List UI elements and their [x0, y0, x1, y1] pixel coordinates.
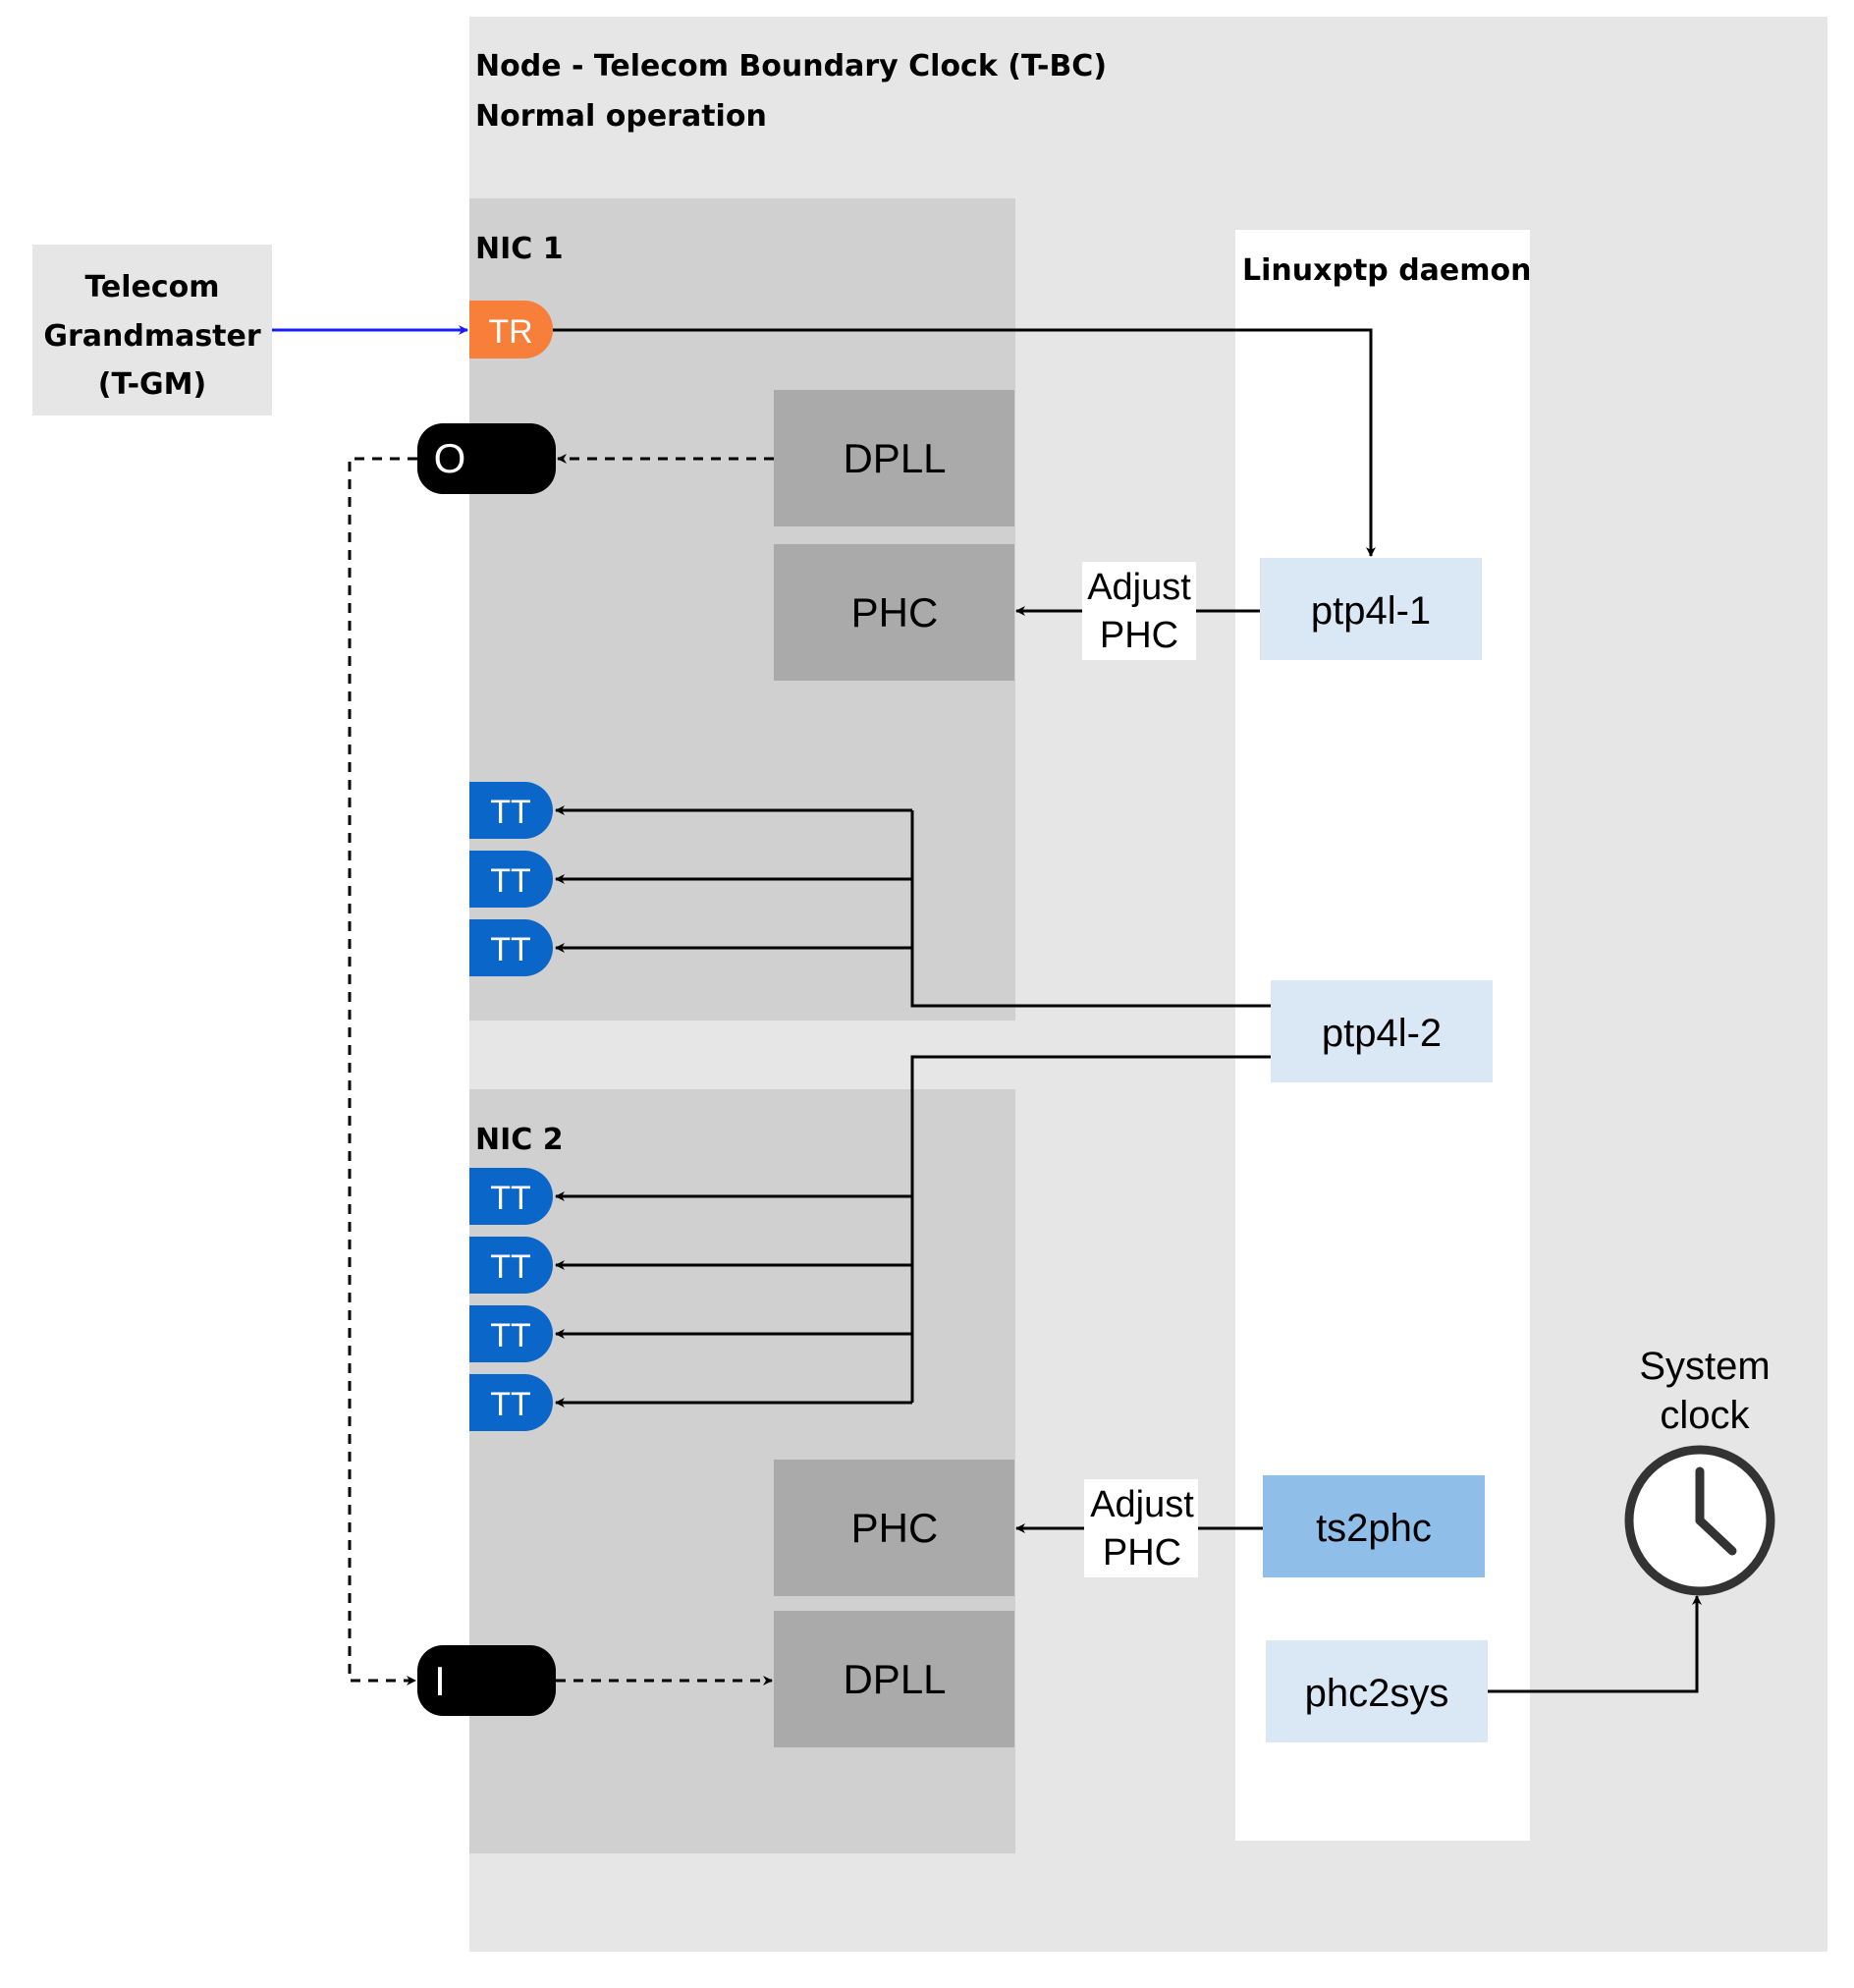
adjust-phc-2-line1: Adjust: [1090, 1484, 1194, 1525]
grandmaster-box: [32, 245, 272, 415]
nic1-dpll-block: [774, 390, 1014, 526]
nic1-tr-port: [469, 301, 553, 359]
ts2phc-label: ts2phc: [1316, 1507, 1432, 1550]
grandmaster-line2: Grandmaster: [43, 319, 261, 354]
grandmaster-line1: Telecom: [84, 270, 219, 304]
system-clock-line1: System: [1639, 1345, 1770, 1388]
ts2phc-box: [1263, 1475, 1485, 1577]
nic2-tt-port-label: TT: [490, 1248, 531, 1286]
nic1-dpll-label: DPLL: [843, 435, 946, 481]
nic1-phc-block: [774, 544, 1014, 681]
phc2sys-box: [1266, 1640, 1488, 1742]
nic2-tt-port: TT: [469, 1237, 553, 1294]
nic2-phc-block: [774, 1460, 1014, 1596]
adjust-phc-2-line2: PHC: [1103, 1532, 1181, 1574]
adjust-phc-1-bg: [1082, 562, 1196, 660]
nic1-tt-port-label: TT: [490, 862, 531, 900]
nic2-dpll-label: DPLL: [843, 1656, 946, 1702]
nic1-tt-port: TT: [469, 919, 553, 976]
phc2sys-label: phc2sys: [1305, 1672, 1449, 1715]
ptp4l-1-box: [1260, 558, 1482, 660]
nic2-label: NIC 2: [475, 1123, 564, 1157]
ptp4l-2-box: [1271, 980, 1493, 1082]
node-title: Node - Telecom Boundary Clock (T-BC): [475, 49, 1107, 83]
nic1-tt-port-label: TT: [490, 931, 531, 968]
nic1-tr-port-label: TR: [488, 313, 532, 351]
adjust-phc-1-line2: PHC: [1100, 615, 1178, 656]
nic2-in-port: [417, 1645, 556, 1716]
nic2-tt-port: TT: [469, 1168, 553, 1225]
ptp4l-2-label: ptp4l-2: [1322, 1012, 1442, 1055]
nic2-tt-port-label: TT: [490, 1317, 531, 1354]
nic2-tt-port-label: TT: [490, 1386, 531, 1423]
nic1-phc-label: PHC: [851, 589, 939, 635]
out-to-in-edge: [348, 457, 417, 1685]
ptp4l-2-to-nic1-trunk: [910, 810, 1271, 1008]
nic2-phc-label: PHC: [851, 1505, 939, 1551]
grandmaster-line3: (T-GM): [98, 367, 206, 402]
nic2-in-port-label: I: [434, 1658, 446, 1704]
nic1-tt-port: TT: [469, 782, 553, 839]
nic1-tt-port: TT: [469, 851, 553, 908]
nic1-out-port: [417, 423, 556, 494]
ptp4l-2-to-nic2-trunk: [910, 1055, 1271, 1403]
phc2sys-to-system-clock-edge: [1488, 1595, 1702, 1693]
nic1-out-port-label: O: [434, 435, 466, 481]
tr-to-ptp4l-1-edge: [553, 328, 1376, 557]
nic1-tt-port-label: TT: [490, 794, 531, 831]
nic2-dpll-block: [774, 1611, 1014, 1747]
ptp4l-1-label: ptp4l-1: [1311, 589, 1431, 633]
adjust-phc-1-line1: Adjust: [1087, 567, 1191, 608]
nic2-tt-port: TT: [469, 1374, 553, 1431]
nic2-tt-port: TT: [469, 1305, 553, 1362]
node-subtitle: Normal operation: [475, 99, 767, 134]
adjust-phc-2-bg: [1084, 1479, 1198, 1577]
linuxptp-daemon-label: Linuxptp daemon: [1242, 253, 1532, 288]
nic2-tt-port-label: TT: [490, 1180, 531, 1217]
clock-icon: [1624, 1445, 1775, 1596]
nic1-label: NIC 1: [475, 232, 564, 266]
system-clock-line2: clock: [1660, 1394, 1750, 1437]
